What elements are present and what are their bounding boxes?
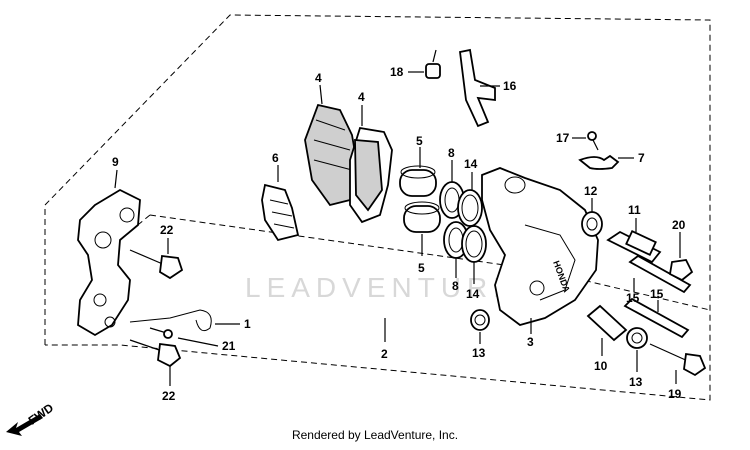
piston-seal-lower[interactable] bbox=[461, 225, 487, 263]
pad-shim-part[interactable] bbox=[261, 183, 300, 242]
footer-credit: Rendered by LeadVenture, Inc. bbox=[291, 428, 459, 442]
callout-11: 11 bbox=[628, 203, 641, 217]
callout-15-right: 15 bbox=[650, 287, 664, 301]
callout-21: 21 bbox=[222, 339, 236, 353]
callout-20: 20 bbox=[672, 218, 686, 232]
piston-seal-upper[interactable] bbox=[457, 189, 483, 227]
pin-bolt-part[interactable] bbox=[606, 229, 662, 264]
callout-12: 12 bbox=[584, 184, 598, 198]
boot-left[interactable] bbox=[470, 309, 490, 331]
callout-labels: 1 2 3 4 4 5 5 6 7 8 8 9 10 11 12 13 13 1… bbox=[112, 65, 686, 403]
callout-3: 3 bbox=[527, 335, 534, 349]
bleeder-valve-part[interactable] bbox=[425, 49, 441, 79]
callout-10: 10 bbox=[594, 359, 608, 373]
caliper-piston-lower[interactable] bbox=[403, 201, 441, 233]
boot-right[interactable] bbox=[626, 327, 648, 349]
callout-5-upper: 5 bbox=[416, 134, 423, 148]
pin-nut-part[interactable] bbox=[669, 259, 694, 282]
caliper-bracket-part[interactable] bbox=[77, 188, 141, 337]
callout-4-outer: 4 bbox=[315, 71, 322, 85]
bleeder-screw-part[interactable] bbox=[587, 131, 599, 151]
pad-spring-part[interactable] bbox=[459, 48, 496, 128]
callout-5-lower: 5 bbox=[418, 261, 425, 275]
callout-4-inner: 4 bbox=[358, 90, 365, 104]
callout-2: 2 bbox=[381, 347, 388, 361]
guide-pin-lower[interactable] bbox=[623, 297, 690, 339]
caliper-piston-upper[interactable] bbox=[399, 165, 437, 197]
pad-pin-part[interactable] bbox=[149, 327, 173, 339]
caliper-body-part[interactable]: HONDA bbox=[481, 167, 599, 326]
callout-14-lower: 14 bbox=[466, 287, 480, 301]
callout-19: 19 bbox=[668, 387, 682, 401]
callout-22-upper: 22 bbox=[160, 223, 174, 237]
callout-13-right: 13 bbox=[629, 375, 643, 389]
callout-8-upper: 8 bbox=[448, 146, 455, 160]
callout-6: 6 bbox=[272, 151, 279, 165]
callout-7: 7 bbox=[638, 151, 645, 165]
slide-pin-boot-part[interactable] bbox=[581, 211, 603, 237]
watermark-text: LEADVENTURE bbox=[245, 272, 518, 303]
callout-14-upper: 14 bbox=[464, 157, 478, 171]
callout-22-lower: 22 bbox=[162, 389, 176, 403]
callout-16: 16 bbox=[503, 79, 517, 93]
guide-pin-upper[interactable] bbox=[628, 254, 692, 294]
caliper-bolt-part[interactable] bbox=[649, 343, 707, 377]
retainer-spring-part[interactable] bbox=[129, 309, 212, 332]
callout-13-left: 13 bbox=[472, 346, 486, 360]
callout-15-left: 15 bbox=[626, 291, 640, 305]
callout-9: 9 bbox=[112, 155, 119, 169]
callout-1: 1 bbox=[244, 317, 251, 331]
bleeder-cap-part[interactable] bbox=[578, 154, 620, 170]
bracket-bolt-lower[interactable] bbox=[129, 339, 182, 368]
callout-18: 18 bbox=[390, 65, 404, 79]
bracket-bolt-upper[interactable] bbox=[129, 249, 184, 280]
fwd-label: FWD bbox=[26, 400, 57, 427]
callout-17: 17 bbox=[556, 131, 570, 145]
brake-pad-inner[interactable] bbox=[349, 126, 393, 224]
fwd-arrow-icon bbox=[6, 414, 43, 436]
callout-8-lower: 8 bbox=[452, 279, 459, 293]
slide-pin-part[interactable] bbox=[586, 304, 628, 342]
